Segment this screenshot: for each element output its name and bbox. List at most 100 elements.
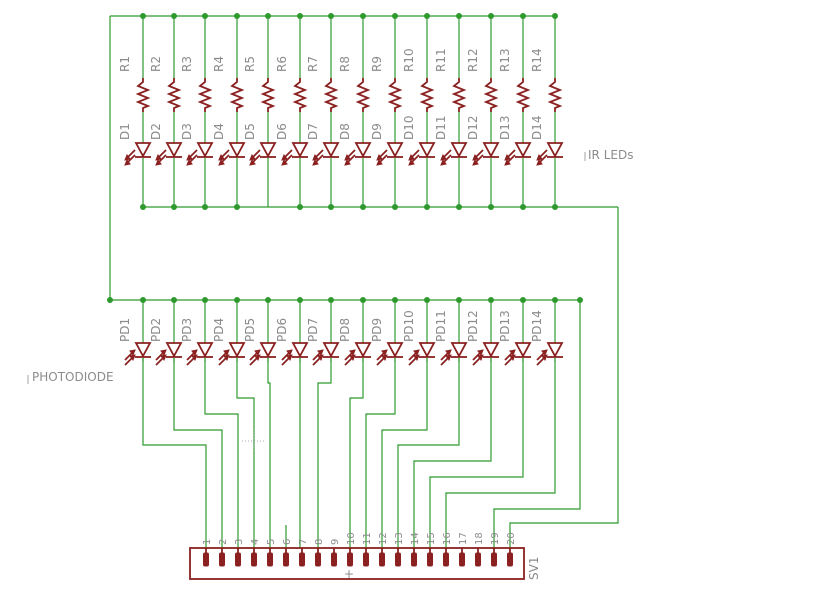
photodiode-arrowhead xyxy=(349,354,356,362)
junction xyxy=(392,204,398,210)
led-arrowhead xyxy=(440,153,447,161)
connector-pin-number: 14 xyxy=(410,532,421,545)
photodiode-arrowhead xyxy=(286,349,293,357)
led-label: D6 xyxy=(275,123,289,140)
junction xyxy=(234,297,240,303)
junction xyxy=(328,13,334,19)
led-label: D1 xyxy=(118,123,132,140)
photodiode-arrowhead xyxy=(254,354,261,362)
photodiode-symbol xyxy=(514,342,532,358)
connector-pin-pad xyxy=(507,552,513,567)
photodiode-symbol xyxy=(546,342,564,358)
photodiode-arrowhead xyxy=(413,349,420,357)
connector-pin1-mark: + xyxy=(344,567,354,581)
photodiode-arrowhead xyxy=(477,354,484,362)
photodiode-label: PD11 xyxy=(434,310,448,342)
junction xyxy=(202,204,208,210)
led-label: D10 xyxy=(402,115,416,140)
led-arrowhead xyxy=(504,158,511,166)
resistor-label: R1 xyxy=(118,56,132,72)
connector-pin-pad xyxy=(267,552,273,567)
connector-pin-pad xyxy=(475,552,481,567)
connector-pin-number: 3 xyxy=(234,539,245,545)
photodiode-label: PD8 xyxy=(338,318,352,342)
junction xyxy=(552,297,558,303)
connector-pin-number: 9 xyxy=(330,539,341,545)
parts xyxy=(124,78,564,580)
led-arrowhead xyxy=(312,153,319,161)
photodiode-arrowhead xyxy=(223,349,230,357)
resistor-label: R9 xyxy=(370,56,384,72)
junction xyxy=(171,204,177,210)
led-arrowhead xyxy=(536,153,543,161)
junction xyxy=(360,204,366,210)
connector-pin-pad xyxy=(219,552,225,567)
led-label: D14 xyxy=(530,115,544,140)
resistor-symbol xyxy=(197,78,213,112)
junction xyxy=(577,297,583,303)
resistor-symbol xyxy=(451,78,467,112)
photodiode-symbol xyxy=(418,342,436,358)
photodiode-label: PD5 xyxy=(243,318,257,342)
photodiode-label: PD1 xyxy=(118,318,132,342)
junction xyxy=(456,297,462,303)
led-arrowhead xyxy=(344,153,351,161)
connector-pin-pad xyxy=(379,552,385,567)
resistor-label: R13 xyxy=(498,48,512,72)
resistor-symbol xyxy=(166,78,182,112)
led-symbol xyxy=(322,142,340,158)
led-symbol xyxy=(134,142,152,158)
led-symbol xyxy=(450,142,468,158)
connector-pin-number: 1 xyxy=(202,539,213,545)
led-symbol xyxy=(291,142,309,158)
connector-pin-number: 5 xyxy=(266,539,277,545)
junction xyxy=(265,297,271,303)
led-arrowhead xyxy=(249,158,256,166)
photodiode-symbol xyxy=(386,342,404,358)
junction xyxy=(328,204,334,210)
photodiode-symbol xyxy=(354,342,372,358)
wire-route xyxy=(413,358,492,548)
resistor-label: R6 xyxy=(275,56,289,72)
junction xyxy=(520,204,526,210)
photodiode-arrowhead xyxy=(160,354,167,362)
led-symbol xyxy=(228,142,246,158)
junction xyxy=(202,297,208,303)
photodiode-arrowhead xyxy=(445,354,452,362)
photodiode-symbol xyxy=(134,342,152,358)
wires xyxy=(107,13,619,548)
photodiode-arrowhead xyxy=(477,349,484,357)
resistor-symbol xyxy=(355,78,371,112)
resistor-label: R2 xyxy=(149,56,163,72)
led-label: D13 xyxy=(498,115,512,140)
junction xyxy=(552,204,558,210)
junction xyxy=(297,13,303,19)
resistor-label: R4 xyxy=(212,56,226,72)
wire-route xyxy=(381,358,428,548)
junction xyxy=(360,297,366,303)
wire-led-return-pin20 xyxy=(509,207,619,548)
connector-pin-pad xyxy=(443,552,449,567)
led-arrowhead xyxy=(536,158,543,166)
connector-pin-number: 15 xyxy=(426,532,437,545)
connector-pin-pad xyxy=(235,552,241,567)
photodiode-symbol xyxy=(165,342,183,358)
connector-pin-pad xyxy=(459,552,465,567)
led-label: D7 xyxy=(306,123,320,140)
led-arrowhead xyxy=(504,153,511,161)
led-arrowhead xyxy=(218,158,225,166)
resistor-symbol xyxy=(260,78,276,112)
resistor-symbol xyxy=(292,78,308,112)
junction xyxy=(234,13,240,19)
led-symbol xyxy=(196,142,214,158)
photodiode-label: PD9 xyxy=(370,318,384,342)
junction xyxy=(202,13,208,19)
led-arrowhead xyxy=(155,158,162,166)
wire-route xyxy=(173,358,223,548)
photodiode-label: PD12 xyxy=(466,310,480,342)
led-arrowhead xyxy=(249,153,256,161)
junction xyxy=(392,297,398,303)
resistor-symbol xyxy=(419,78,435,112)
photodiode-arrowhead xyxy=(413,354,420,362)
